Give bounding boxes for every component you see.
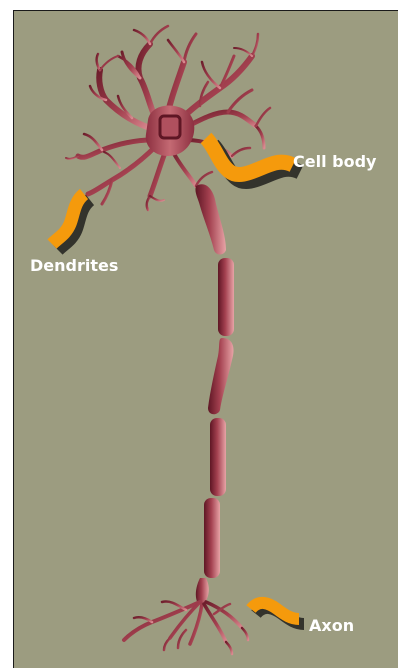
- cell-body-label: Cell body: [293, 152, 376, 171]
- dendrites-label: Dendrites: [30, 256, 118, 275]
- axon-segment: [218, 258, 234, 336]
- axon-segment: [210, 418, 226, 496]
- axon-segment: [204, 498, 220, 578]
- axon-label: Axon: [309, 616, 354, 635]
- nucleus: [160, 116, 180, 138]
